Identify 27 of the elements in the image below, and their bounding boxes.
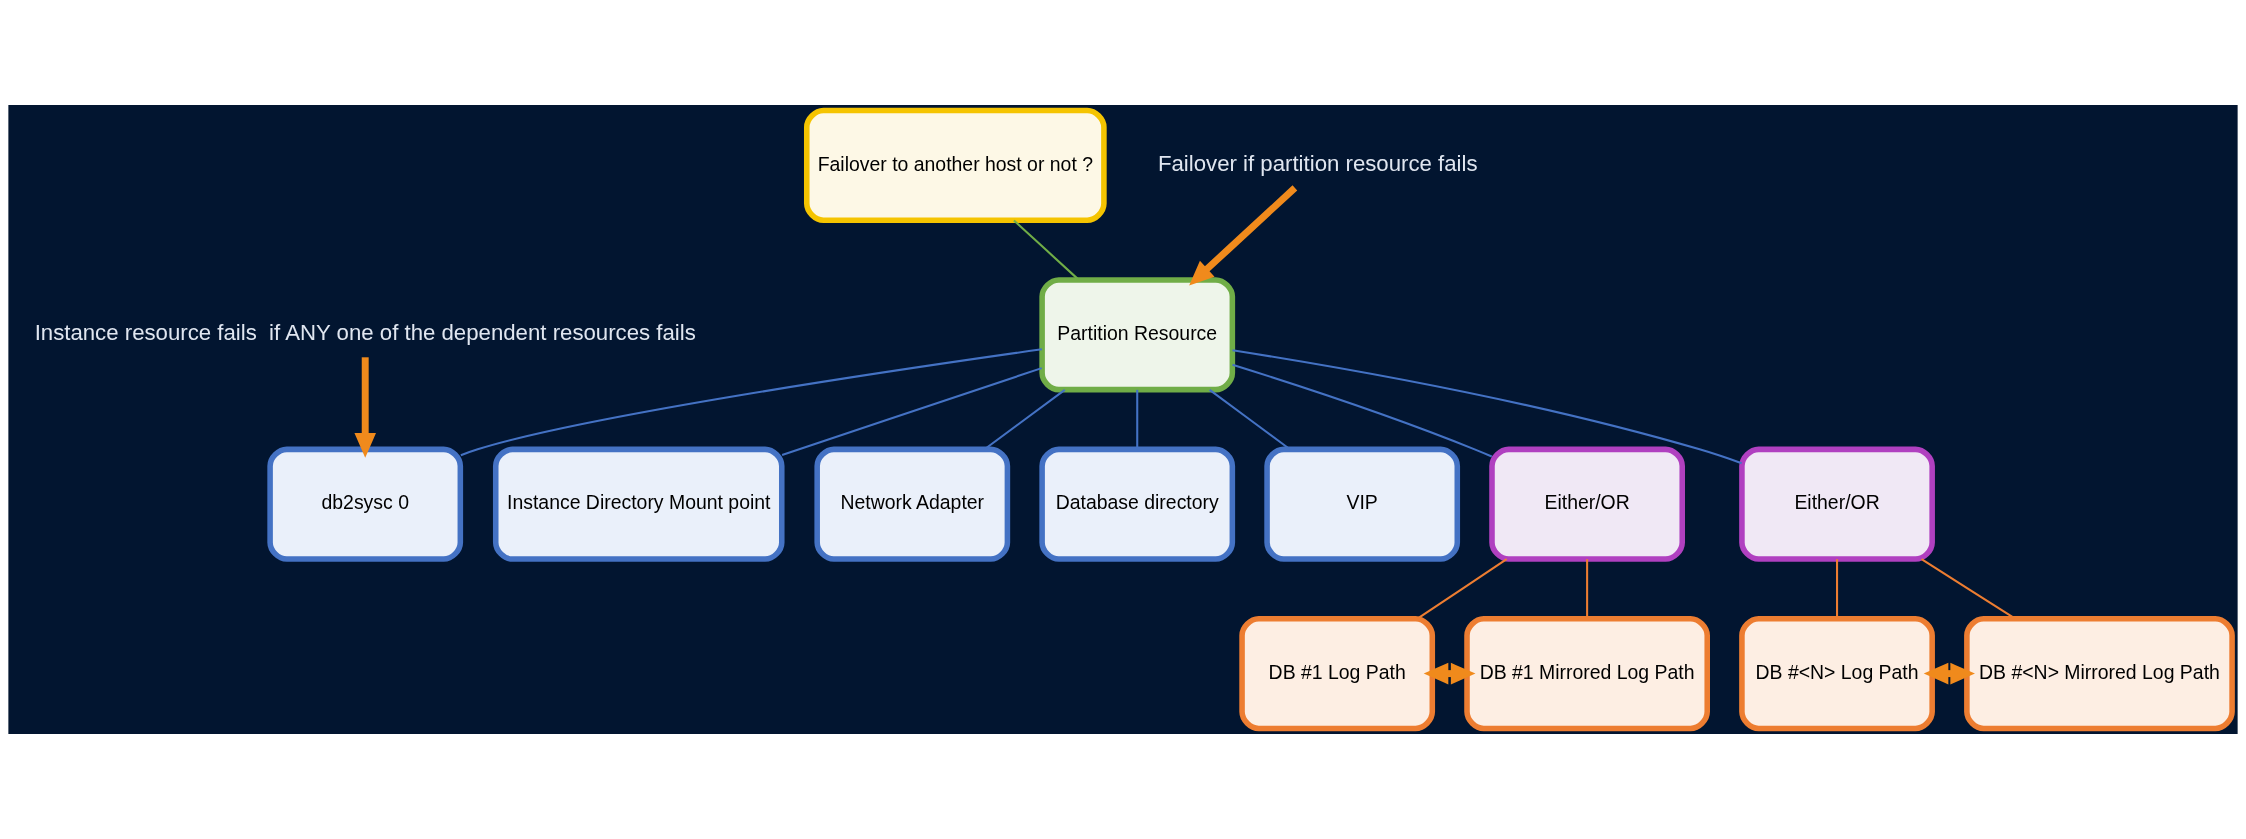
- connector: [1136, 389, 1139, 450]
- node-text: Failover if partition resource fails: [1157, 150, 1478, 176]
- node-box: DB #<N> Log Path: [1739, 615, 1935, 732]
- node-box: DB #1 Mirrored Log Path: [1464, 615, 1710, 732]
- node-text: Instance resource fails if ANY one of the dependent resources fails: [34, 320, 696, 346]
- connector: [1013, 219, 1080, 281]
- node-box: Either/OR: [1489, 446, 1685, 562]
- arrow: [1189, 185, 1298, 286]
- node-box: Instance Directory Mount point: [492, 446, 785, 562]
- arrow: [1423, 662, 1476, 685]
- node-box: db2sysc 0: [267, 446, 464, 562]
- connector: [1586, 559, 1589, 619]
- connector: [1232, 349, 1742, 465]
- connector: [781, 367, 1043, 456]
- node-box: Failover to another host or not ?: [804, 107, 1107, 224]
- node-box: Network Adapter: [814, 446, 1011, 562]
- connector: [460, 348, 1043, 457]
- node-box: Partition Resource: [1039, 277, 1236, 393]
- node-box: VIP: [1264, 446, 1461, 562]
- arrow: [1923, 662, 1975, 685]
- connector: [1836, 559, 1839, 619]
- node-box: Either/OR: [1739, 446, 1935, 562]
- connector: [1416, 558, 1508, 620]
- node-box: DB #<N> Mirrored Log Path: [1964, 615, 2235, 732]
- node-box: DB #1 Log Path: [1239, 615, 1436, 732]
- node-box: Database directory: [1039, 446, 1236, 562]
- connector: [1232, 363, 1493, 458]
